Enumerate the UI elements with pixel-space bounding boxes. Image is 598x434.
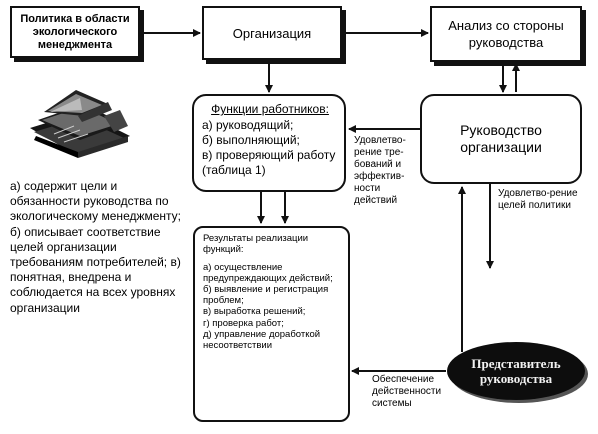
policy-goals-label: Удовлетво-рение целей политики	[498, 188, 578, 211]
requirements-satisfaction-label: Удовлетво-рение тре-бований и эффектив-н…	[354, 135, 406, 206]
management-review-box-label: Анализ со стороны руководства	[448, 18, 564, 50]
top-management-box-label: Руководство организации	[460, 122, 542, 155]
management-representative-label: Представитель руководства	[471, 356, 561, 386]
function-results-box: Результаты реализации функций: а) осущес…	[193, 226, 350, 422]
function-results-title: Результаты реализации функций:	[203, 233, 309, 255]
organization-box: Организация	[202, 6, 342, 60]
function-result-item: д) управление доработкой несоответствии	[203, 329, 321, 351]
employee-functions-title: Функции работников:	[211, 102, 329, 116]
management-review-box: Анализ со стороны руководства	[430, 6, 582, 62]
function-result-item: а) осуществление предупреждающих действи…	[203, 262, 333, 284]
policy-box: Политика в области экологического менедж…	[10, 6, 140, 58]
policy-box-label: Политика в области экологического менедж…	[20, 12, 130, 51]
top-management-box: Руководство организации	[420, 94, 582, 184]
employee-functions-box: Функции работников: а) руководящий; б) в…	[192, 94, 346, 192]
policy-description: а) содержит цели и обязанности руководст…	[10, 179, 182, 315]
organization-box-label: Организация	[232, 25, 312, 41]
books-icon	[30, 90, 130, 158]
management-representative-ellipse: Представитель руководства	[447, 342, 585, 400]
employee-function-item: б) выполняющий;	[202, 133, 300, 147]
employee-function-item: а) руководящий;	[202, 118, 294, 132]
function-result-item: в) выработка решений;	[203, 306, 306, 317]
function-result-item: г) проверка работ;	[203, 317, 284, 329]
employee-function-item: в) проверяющий работу (таблица 1)	[202, 148, 336, 177]
system-effectiveness-label: Обеспечение действенности системы	[372, 374, 442, 409]
function-result-item: б) выявление и регистрация проблем;	[203, 284, 329, 306]
